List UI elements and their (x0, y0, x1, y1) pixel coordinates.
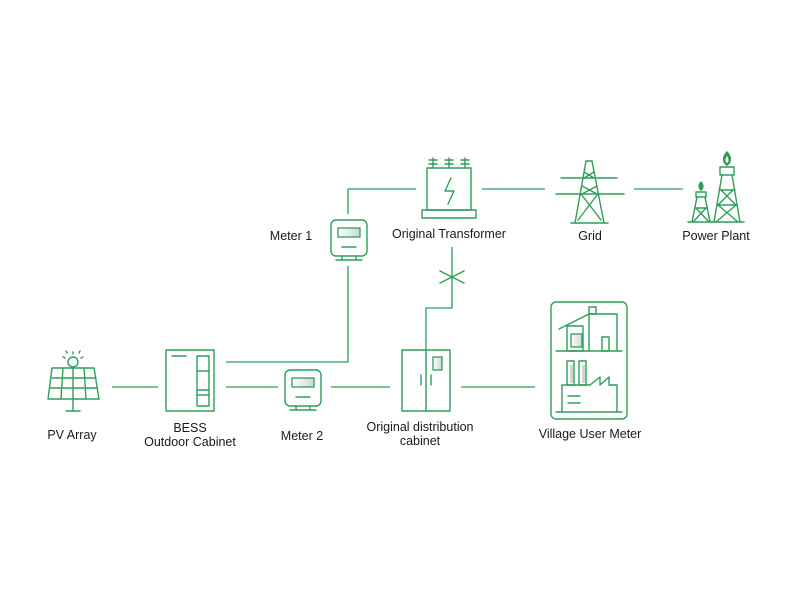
label-pv-array: PV Array (47, 428, 97, 442)
solar-panel-icon (47, 350, 100, 412)
village-house-factory-icon (550, 301, 628, 420)
line-bess-meter1 (226, 266, 349, 363)
label-power-plant: Power Plant (682, 229, 750, 243)
label-distribution-line2: cabinet (399, 434, 441, 448)
label-meter2: Meter 2 (280, 429, 324, 443)
label-bess-line2: Outdoor Cabinet (144, 435, 236, 449)
breaker-cross-icon (439, 270, 465, 284)
transmission-tower-icon (555, 160, 625, 224)
meter-icon-1 (330, 219, 368, 261)
battery-cabinet-icon (165, 349, 215, 412)
label-bess: BESS Outdoor Cabinet (120, 421, 260, 449)
distribution-cabinet-icon (401, 349, 451, 412)
label-meter1: Meter 1 (269, 229, 313, 243)
label-distribution-line1: Original distribution (366, 420, 474, 434)
connection-lines (112, 188, 683, 388)
label-bess-line1: BESS (173, 421, 207, 435)
line-meter1-transformer (347, 188, 416, 214)
label-village: Village User Meter (538, 427, 642, 441)
label-grid: Grid (578, 229, 602, 243)
label-distribution: Original distribution cabinet (340, 420, 500, 448)
label-transformer: Original Transformer (392, 227, 506, 241)
power-plant-icon (687, 151, 745, 223)
line-transformer-distribution (425, 247, 453, 350)
meter-icon-2 (284, 369, 322, 411)
transformer-icon (421, 157, 477, 219)
